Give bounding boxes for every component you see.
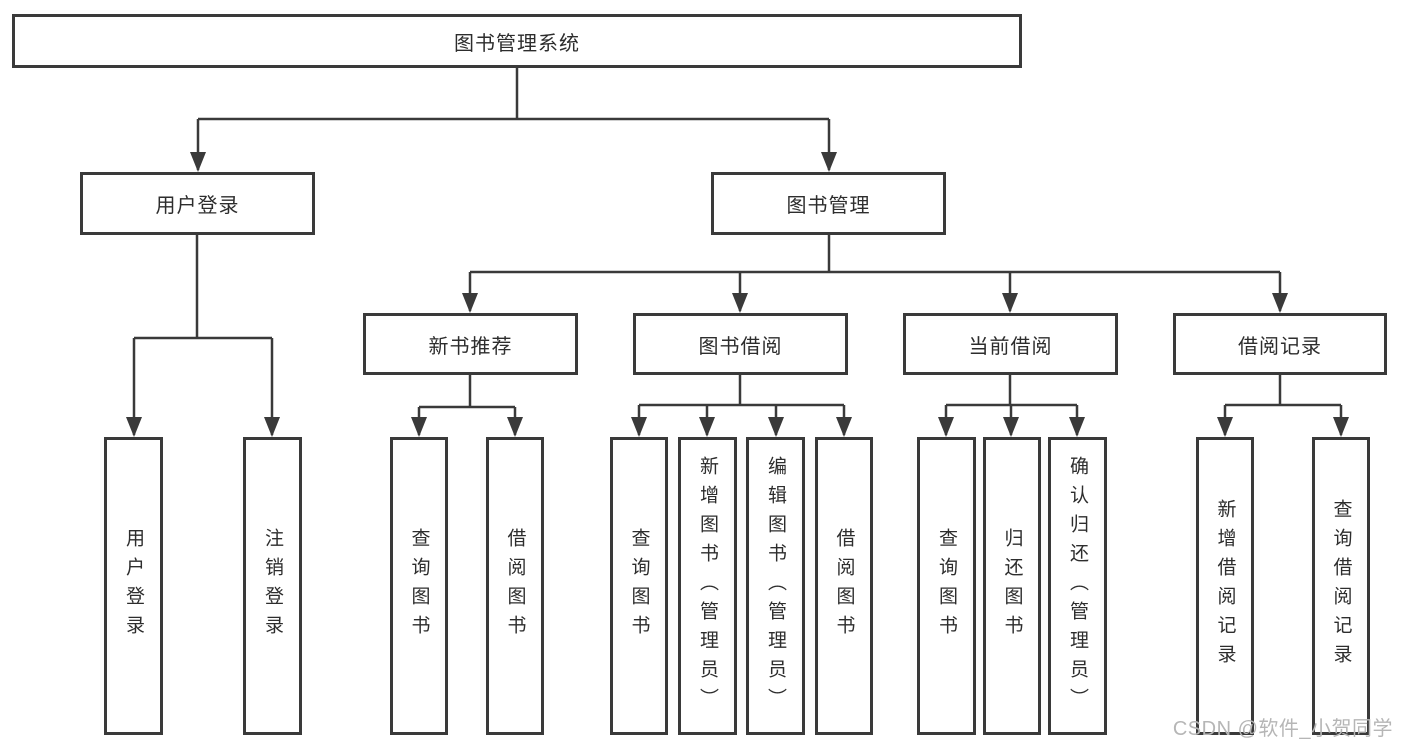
node-book-borrow-label: 图书借阅 — [698, 335, 783, 358]
node-current-borrow: 当前借阅 — [903, 313, 1118, 375]
leaf-current-return-books-label: 归还图书 — [1001, 528, 1023, 644]
node-current-borrow-label: 当前借阅 — [968, 335, 1053, 358]
leaf-logout: 注销登录 — [243, 437, 302, 735]
node-new-book-recommend: 新书推荐 — [363, 313, 578, 375]
leaf-borrow-add-books-admin: 新增图书（管理员） — [678, 437, 737, 735]
node-user-login-label: 用户登录 — [155, 195, 240, 217]
leaf-recommend-borrow-books-label: 借阅图书 — [504, 528, 526, 644]
node-book-management: 图书管理 — [711, 172, 946, 235]
leaf-borrow-edit-books-admin-label: 编辑图书（管理员） — [765, 455, 786, 717]
leaf-current-return-books: 归还图书 — [983, 437, 1041, 735]
node-root-system: 图书管理系统 — [12, 14, 1022, 68]
leaf-recommend-query-books: 查询图书 — [390, 437, 448, 735]
leaf-records-add-record-label: 新增借阅记录 — [1214, 499, 1236, 673]
leaf-borrow-borrow-books: 借阅图书 — [815, 437, 873, 735]
leaf-borrow-query-books-label: 查询图书 — [628, 528, 650, 644]
node-book-borrow: 图书借阅 — [633, 313, 848, 375]
node-user-login: 用户登录 — [80, 172, 315, 235]
node-borrow-records-label: 借阅记录 — [1238, 335, 1322, 358]
leaf-recommend-query-books-label: 查询图书 — [408, 528, 430, 644]
leaf-borrow-add-books-admin-label: 新增图书（管理员） — [697, 455, 718, 717]
leaf-current-confirm-return-admin-label: 确认归还（管理员） — [1067, 455, 1088, 717]
leaf-records-query-record: 查询借阅记录 — [1312, 437, 1370, 735]
node-root-system-label: 图书管理系统 — [454, 32, 580, 55]
node-book-management-label: 图书管理 — [786, 195, 871, 217]
leaf-borrow-edit-books-admin: 编辑图书（管理员） — [746, 437, 805, 735]
leaf-current-confirm-return-admin: 确认归还（管理员） — [1048, 437, 1107, 735]
watermark: CSDN @软件_小贺同学 — [1172, 718, 1393, 740]
leaf-current-query-books: 查询图书 — [917, 437, 976, 735]
leaf-records-query-record-label: 查询借阅记录 — [1330, 499, 1352, 673]
arrowhead-group — [126, 152, 1349, 437]
leaf-borrow-query-books: 查询图书 — [610, 437, 668, 735]
leaf-user-login: 用户登录 — [104, 437, 163, 735]
leaf-current-query-books-label: 查询图书 — [936, 528, 957, 644]
node-new-book-recommend-label: 新书推荐 — [428, 335, 513, 358]
node-borrow-records: 借阅记录 — [1173, 313, 1387, 375]
leaf-recommend-borrow-books: 借阅图书 — [486, 437, 544, 735]
leaf-borrow-borrow-books-label: 借阅图书 — [833, 528, 855, 644]
leaf-user-login-label: 用户登录 — [123, 528, 144, 644]
leaf-logout-label: 注销登录 — [262, 528, 283, 644]
leaf-records-add-record: 新增借阅记录 — [1196, 437, 1254, 735]
